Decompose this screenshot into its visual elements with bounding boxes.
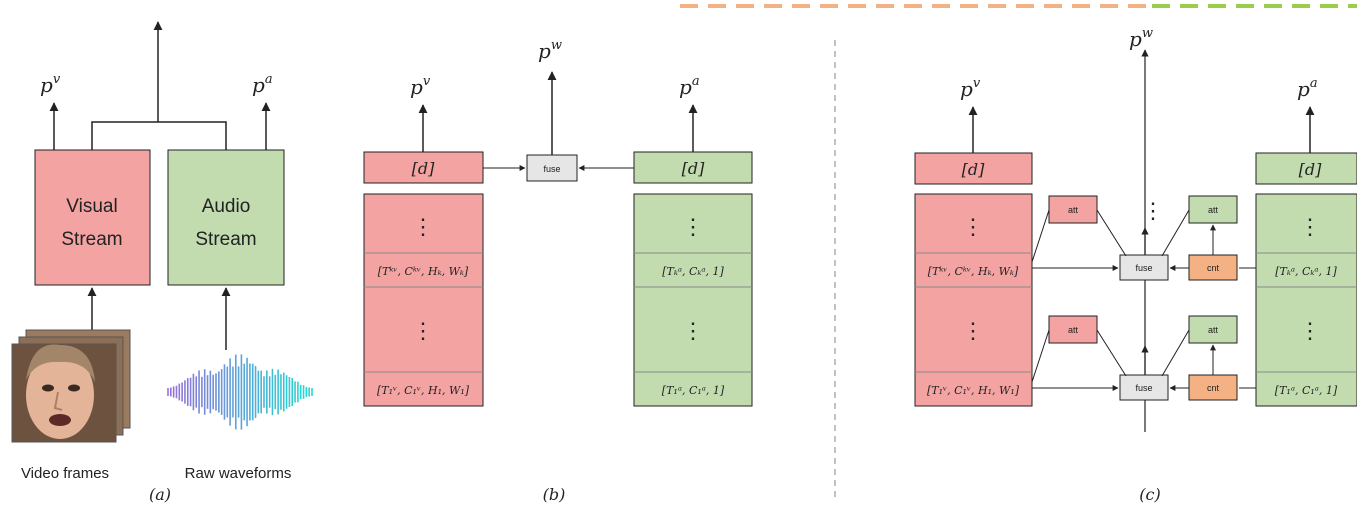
audio-stream-label-1: Audio [202, 196, 251, 217]
att-box-right-lower-c [1188, 315, 1238, 344]
audio-stack-b [633, 193, 753, 407]
dots-visual-top-c: ⋮ [962, 215, 984, 240]
pa-label-a: pa [252, 72, 273, 97]
pv-label-c: pv [960, 76, 981, 101]
d-box-visual-c [914, 152, 1033, 185]
panel-c: [d] ⋮ ⋮ [Tᵏᵛ, Cᵏᵛ, Hₖ, Wₖ] [T₁ᵛ, C₁ᵛ, H₁… [914, 26, 1357, 504]
att-label-right-upper-c: att [1208, 205, 1219, 215]
caption-c: (c) [1139, 485, 1160, 504]
fuse-box-b [526, 154, 578, 182]
audio-stream-box [167, 149, 285, 286]
v-shape-1-b: [T₁ᵛ, C₁ᵛ, H₁, W₁] [377, 384, 470, 397]
panel-a: Visual Stream Audio Stream pv pa Vide [11, 21, 313, 504]
att-label-left-lower-c: att [1068, 325, 1079, 335]
visual-stream-label-1: Visual [66, 196, 117, 217]
d-label-audio-c: [d] [1299, 160, 1322, 179]
visual-stream-box [34, 149, 151, 286]
pv-label-b: pv [410, 74, 431, 99]
cnt-label-upper-c: cnt [1207, 263, 1220, 273]
pv-label-a: pv [40, 72, 61, 97]
dots-audio-top-c: ⋮ [1299, 215, 1321, 240]
pw-label-b: pw [538, 38, 562, 63]
dots-audio-top-b: ⋮ [682, 215, 704, 240]
pa-label-b: pa [679, 74, 700, 99]
panel-b: [d] ⋮ ⋮ [Tᵏᵛ, Cᵏᵛ, Hₖ, Wₖ] [T₁ᵛ, C₁ᵛ, H₁… [363, 38, 753, 504]
visual-stream-label-2: Stream [61, 229, 122, 250]
d-label-visual-c: [d] [962, 160, 985, 179]
visual-stack-c [914, 193, 1033, 407]
att-label-left-upper-c: att [1068, 205, 1079, 215]
v-shape-k-c: [Tᵏᵛ, Cᵏᵛ, Hₖ, Wₖ] [928, 265, 1019, 278]
a-shape-k-c: [Tₖᵃ, Cₖᵃ, 1] [1275, 265, 1337, 278]
att-box-left-lower-c [1048, 315, 1098, 344]
dots-visual-top-b: ⋮ [412, 215, 434, 240]
d-label-visual-b: [d] [412, 159, 435, 178]
att-box-left-upper-c [1048, 195, 1098, 224]
att-box-right-upper-c [1188, 195, 1238, 224]
pw-label-c: pw [1129, 26, 1153, 51]
pa-label-c: pa [1297, 76, 1318, 101]
d-label-audio-b: [d] [682, 159, 705, 178]
visual-stack-b [363, 193, 484, 407]
d-box-audio-c [1255, 152, 1357, 185]
audio-stack-c [1255, 193, 1357, 407]
att-label-right-lower-c: att [1208, 325, 1219, 335]
dots-audio-mid-c: ⋮ [1299, 319, 1321, 344]
fuse-box-lower-c [1119, 374, 1169, 401]
a-shape-1-b: [T₁ᵃ, C₁ᵃ, 1] [662, 384, 725, 397]
caption-b: (b) [543, 485, 566, 504]
video-frames-image [11, 329, 131, 443]
dots-visual-mid-b: ⋮ [412, 319, 434, 344]
audio-stream-label-2: Stream [195, 229, 256, 250]
dots-audio-mid-b: ⋮ [682, 319, 704, 344]
cnt-label-lower-c: cnt [1207, 383, 1220, 393]
a-shape-k-b: [Tₖᵃ, Cₖᵃ, 1] [662, 265, 724, 278]
video-frames-label: Video frames [21, 465, 109, 482]
a-shape-1-c: [T₁ᵃ, C₁ᵃ, 1] [1275, 384, 1338, 397]
d-box-visual-b [363, 151, 484, 184]
fuse-box-upper-c [1119, 254, 1169, 281]
raw-waveforms-label: Raw waveforms [185, 465, 292, 482]
fuse-label-b: fuse [543, 164, 560, 174]
v-shape-k-b: [Tᵏᵛ, Cᵏᵛ, Hₖ, Wₖ] [378, 265, 469, 278]
dots-visual-mid-c: ⋮ [962, 319, 984, 344]
fuse-label-lower-c: fuse [1135, 383, 1152, 393]
waveform-image [167, 354, 313, 430]
joint-connector-a [91, 121, 227, 150]
dots-central-c: ⋮ [1142, 199, 1164, 224]
fuse-label-upper-c: fuse [1135, 263, 1152, 273]
v-shape-1-c: [T₁ᵛ, C₁ᵛ, H₁, W₁] [927, 384, 1020, 397]
caption-a: (a) [149, 485, 171, 504]
